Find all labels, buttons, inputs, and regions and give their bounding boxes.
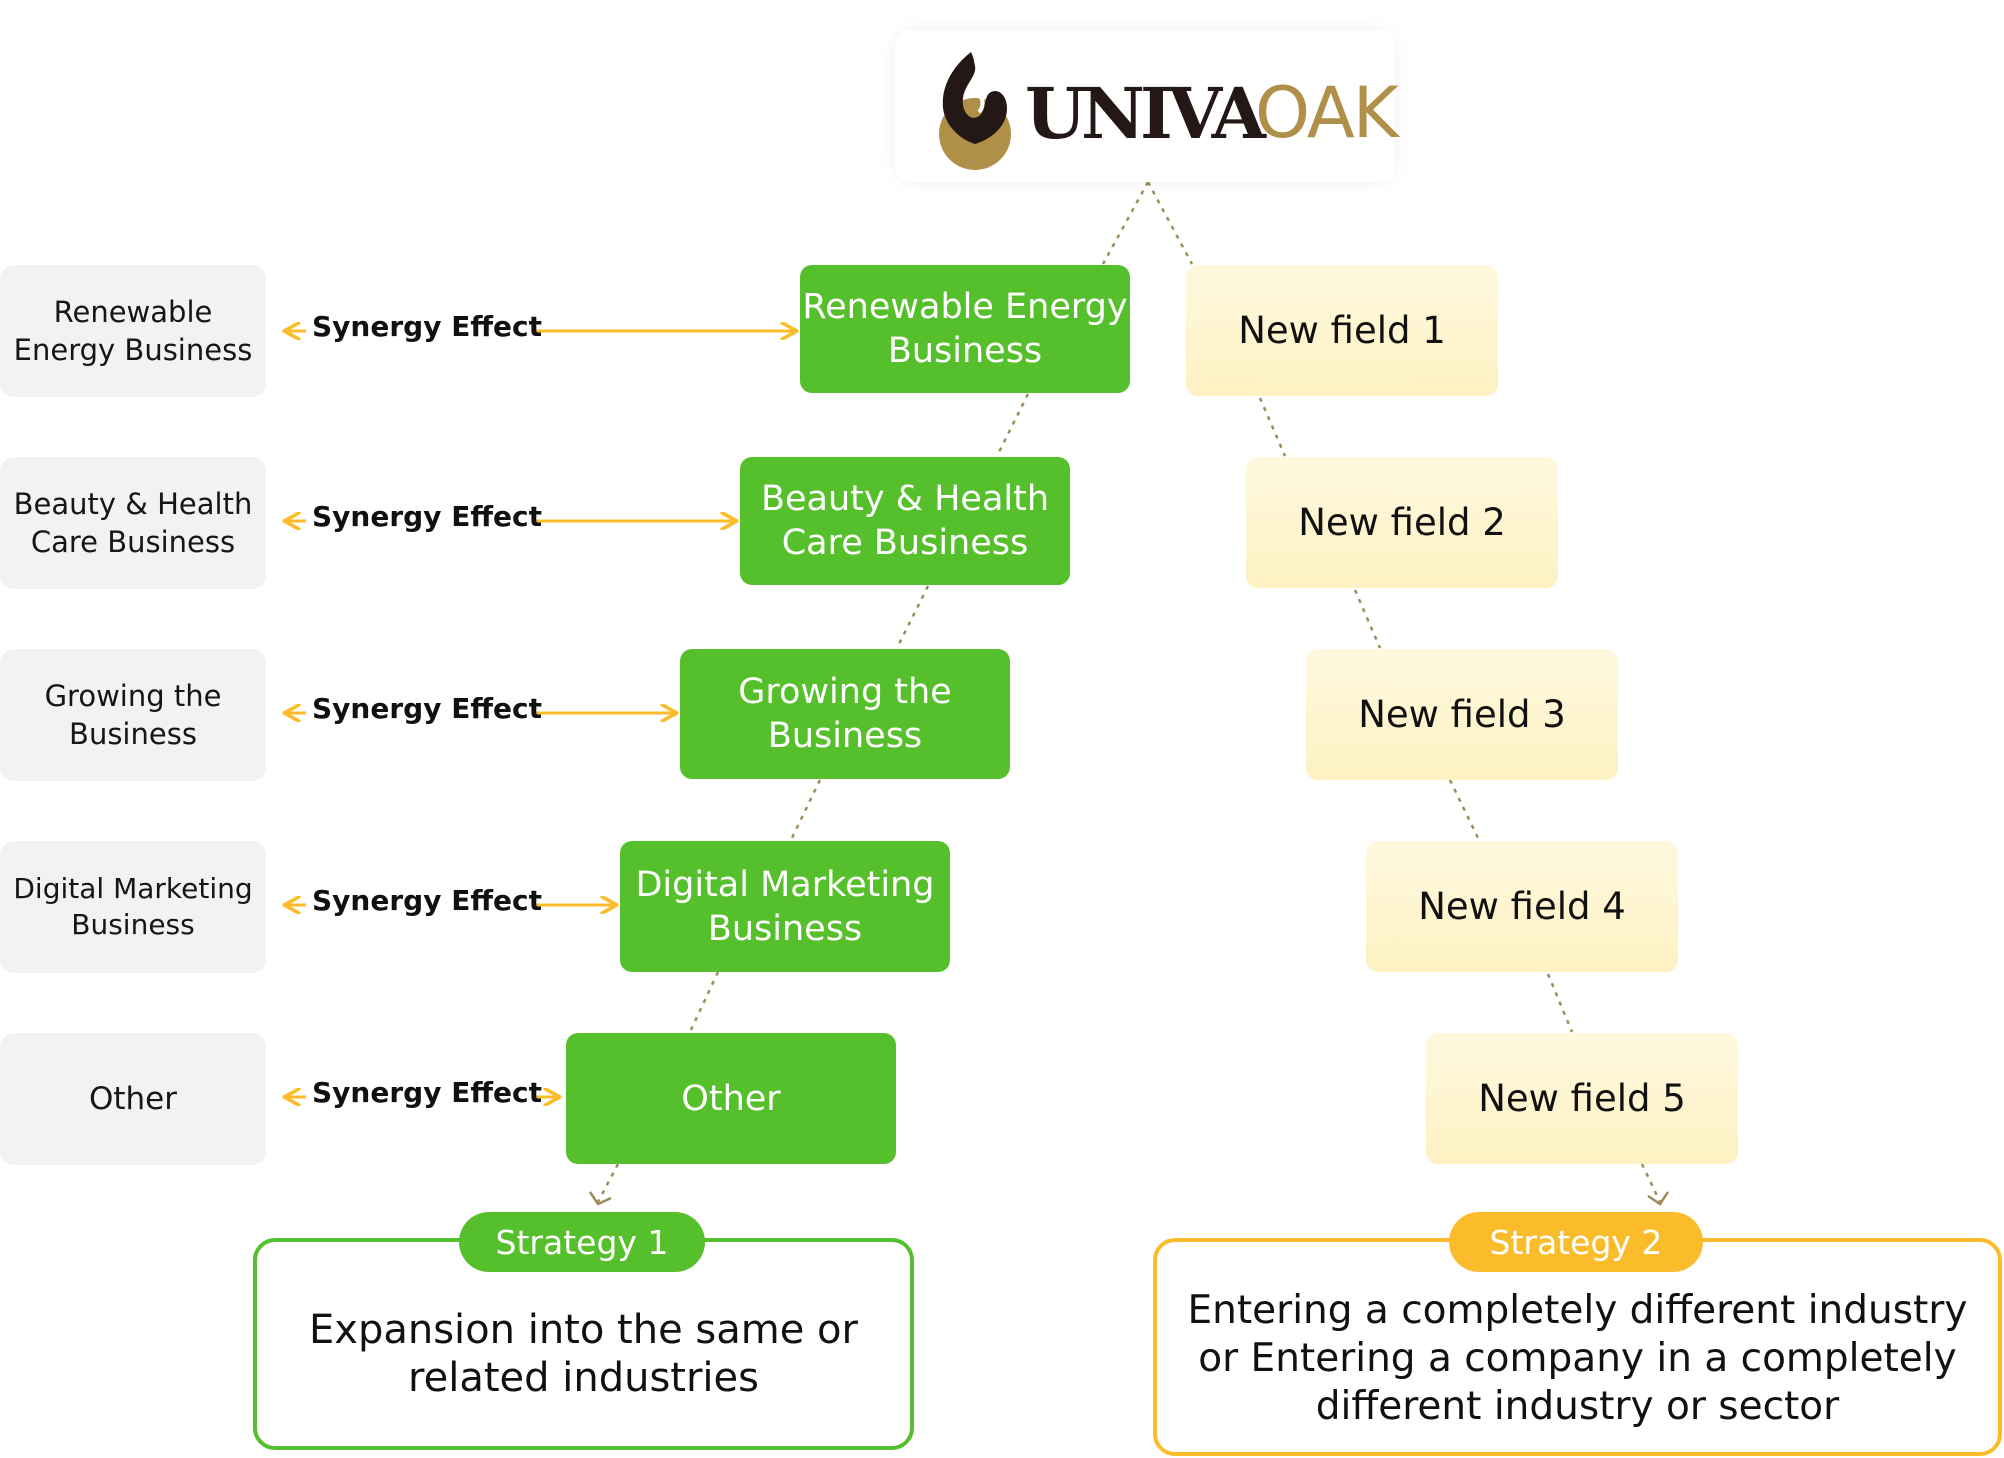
new-field-label: New field 5 — [1478, 1077, 1686, 1120]
related-business-label: Renewable Energy Business — [802, 287, 1128, 371]
strategy2-arrowhead — [1647, 1191, 1670, 1206]
dots-cream-5 — [1640, 1163, 1662, 1203]
new-field-label: New field 4 — [1418, 885, 1626, 928]
existing-business-3: Growing the Business — [0, 649, 266, 781]
strategy1-box: Expansion into the same or related indus… — [253, 1238, 914, 1450]
dots-green-2 — [895, 585, 930, 649]
strategy1-text: Expansion into the same or related indus… — [309, 1307, 858, 1401]
related-business-label: Digital Marketing Business — [635, 864, 935, 949]
existing-business-4: Digital Marketing Business — [0, 841, 266, 973]
dots-cream-3 — [1448, 779, 1480, 839]
dots-green-4 — [688, 971, 720, 1033]
related-business-label: Other — [681, 1078, 781, 1119]
new-field-1: New field 1 — [1186, 265, 1498, 396]
logo-wordmark: UNIVA OAK — [1025, 68, 1399, 158]
dots-green-5 — [596, 1163, 620, 1203]
strategy2-text: Entering a completely different industry… — [1187, 1288, 1968, 1429]
existing-business-label: Renewable Energy Business — [13, 295, 253, 367]
related-business-4: Digital Marketing Business — [620, 841, 950, 972]
new-field-2: New field 2 — [1246, 457, 1558, 588]
existing-business-label: Beauty & Health Care Business — [13, 487, 253, 559]
existing-business-2: Beauty & Health Care Business — [0, 457, 266, 589]
synergy-label-1: Synergy Effect — [312, 310, 542, 343]
related-business-label: Growing the Business — [738, 672, 952, 756]
dots-cream-4 — [1546, 973, 1574, 1033]
existing-business-1: Renewable Energy Business — [0, 265, 266, 397]
new-field-3: New field 3 — [1306, 649, 1618, 780]
strategy1-arrowhead — [588, 1191, 612, 1206]
related-business-label: Beauty & Health Care Business — [760, 479, 1050, 563]
related-business-5: Other — [566, 1033, 896, 1164]
new-field-4: New field 4 — [1366, 841, 1678, 972]
logo-text-light: OAK — [1254, 72, 1399, 154]
logo-text-bold: UNIVA — [1025, 71, 1266, 155]
dots-green-1 — [995, 393, 1030, 457]
related-business-1: Renewable Energy Business — [800, 265, 1130, 393]
strategy1-label: Strategy 1 — [495, 1222, 669, 1262]
dots-cream-1 — [1258, 397, 1287, 457]
existing-business-label: Digital Marketing Business — [13, 872, 253, 941]
synergy-label-2: Synergy Effect — [312, 500, 542, 533]
dots-green-3 — [789, 779, 822, 841]
new-field-label: New field 1 — [1238, 309, 1446, 352]
dots-logo-left — [1101, 181, 1150, 265]
strategy2-badge: Strategy 2 — [1449, 1212, 1703, 1272]
strategy2-label: Strategy 2 — [1489, 1222, 1663, 1262]
new-field-label: New field 3 — [1358, 693, 1566, 736]
synergy-label-3: Synergy Effect — [312, 692, 542, 725]
strategy2-box: Entering a completely different industry… — [1153, 1238, 2002, 1456]
synergy-label-5: Synergy Effect — [312, 1076, 542, 1109]
logo-card: UNIVA OAK — [895, 30, 1399, 182]
existing-business-5: Other — [0, 1033, 266, 1165]
new-field-label: New field 2 — [1298, 501, 1506, 544]
existing-business-label: Growing the Business — [44, 679, 222, 751]
flame-drop-icon — [939, 52, 1011, 170]
strategy1-badge: Strategy 1 — [459, 1212, 705, 1272]
dots-cream-2 — [1353, 589, 1382, 649]
existing-business-label: Other — [88, 1081, 178, 1117]
related-business-2: Beauty & Health Care Business — [740, 457, 1070, 585]
dots-logo-right — [1146, 181, 1194, 265]
new-field-5: New field 5 — [1426, 1033, 1738, 1164]
synergy-label-4: Synergy Effect — [312, 884, 542, 917]
related-business-3: Growing the Business — [680, 649, 1010, 779]
